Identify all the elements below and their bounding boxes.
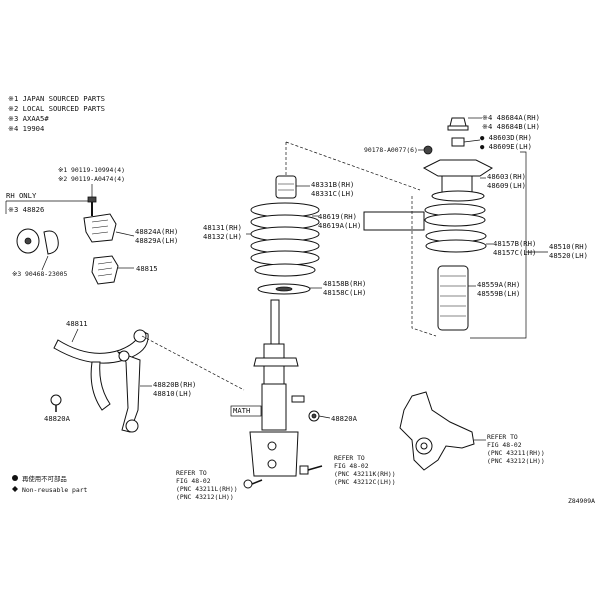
- label-48820b-rh: 48820B(RH): [153, 380, 196, 389]
- lower-insulator-icon: [257, 283, 311, 295]
- spring-seat-icon: [424, 203, 486, 227]
- grommet-icon: [16, 228, 40, 254]
- label-48158-rh: 48158B(RH): [323, 279, 366, 288]
- math-box: [230, 405, 262, 417]
- callout-box-48619: [363, 211, 425, 231]
- label-48824-lh: 48829A(LH): [135, 236, 178, 245]
- ref-mid-4: (PNC 43212C(LH)): [334, 478, 396, 486]
- legend-top: ※1 JAPAN SOURCED PARTS ※2 LOCAL SOURCED …: [8, 94, 105, 133]
- label-48331-rh: 48331B(RH): [311, 180, 354, 189]
- figure-code: Z84909A: [568, 497, 595, 505]
- label-48815: 48815: [136, 264, 158, 273]
- label-48559b: 48559B(LH): [477, 289, 520, 298]
- label-48603-rh: 48603(RH): [487, 172, 526, 181]
- label-48619-rh: 48619(RH): [318, 212, 357, 221]
- clip-icon: [43, 230, 59, 255]
- label-48603d: ● 48603D(RH): [480, 133, 532, 142]
- label-48684b: ※4 48684B(LH): [482, 122, 540, 131]
- stabilizer-group: ※1 90119-10994(4) ※2 90119-A0474(4) RH O…: [5, 166, 245, 433]
- label-48510: 48510(RH): [549, 242, 588, 251]
- nut-icon: [50, 394, 62, 412]
- coil-spring-icon: [250, 202, 320, 277]
- legend-line-2: ※2 LOCAL SOURCED PARTS: [8, 104, 105, 113]
- label-rh-only: RH ONLY: [6, 191, 37, 200]
- label-48824-rh: 48824A(RH): [135, 227, 178, 236]
- steering-knuckle-icon: [399, 391, 475, 471]
- ref-right-4: (PNC 43212(LH)): [487, 457, 545, 465]
- label-48811: 48811: [66, 319, 88, 328]
- stabilizer-bracket-icon: [83, 213, 117, 243]
- upper-mount-group: ※4 48684A(RH) ※4 48684B(LH) ● 48603D(RH)…: [364, 113, 588, 339]
- shock-absorber-icon: [249, 299, 305, 477]
- stabilizer-bushing-icon: [91, 255, 119, 285]
- label-48684a: ※4 48684A(RH): [482, 113, 540, 122]
- strut-group: 48331B(RH) 48331C(LH) 48131(RH) 48132(LH…: [176, 141, 425, 501]
- filled-diamond-icon: [12, 486, 18, 492]
- label-48820b-lh: 48810(LH): [153, 389, 192, 398]
- label-90119-b: ※2 90119-A0474(4): [58, 175, 125, 183]
- ref-left-4: (PNC 43212(LH)): [176, 493, 234, 501]
- label-90119-a: ※1 90119-10994(4): [58, 166, 125, 174]
- bump-stopper-icon: [275, 175, 297, 199]
- legend-bottom-2: Non-reusable part: [22, 486, 88, 494]
- ref-left-1: REFER TO: [176, 469, 207, 477]
- ref-mid-2: FIG 48-02: [334, 462, 369, 470]
- ref-right-2: FIG 48-02: [487, 441, 522, 449]
- dust-cover-icon: [437, 265, 469, 331]
- label-48820a-right: 48820A: [331, 414, 358, 423]
- label-90178: 90178-A0077(6): [364, 146, 418, 154]
- mount-nut-icon: [451, 137, 465, 147]
- label-90468: ※3 90468-23005: [12, 270, 68, 278]
- lower-bolt-icon: [243, 479, 263, 489]
- label-48131-rh: 48131(RH): [203, 223, 242, 232]
- bound-bumper-icon: [425, 229, 487, 253]
- label-48158-lh: 48158C(LH): [323, 288, 366, 297]
- bolt-icon: [87, 196, 97, 216]
- label-48826: ※3 48826: [8, 205, 44, 214]
- dashed-link-to-strut: [141, 335, 245, 391]
- stabilizer-link-icon: [116, 350, 141, 433]
- label-48131-lh: 48132(LH): [203, 232, 242, 241]
- label-48609e: ● 48609E(LH): [480, 142, 532, 151]
- label-48820a-left: 48820A: [44, 414, 71, 423]
- ref-right-1: REFER TO: [487, 433, 518, 441]
- upper-support-icon: [422, 159, 493, 202]
- label-48520: 48520(LH): [549, 251, 588, 260]
- ref-mid-3: (PNC 43211K(RH)): [334, 470, 396, 478]
- ref-left-3: (PNC 43211L(RH)): [176, 485, 238, 493]
- label-48609-lh: 48609(LH): [487, 181, 526, 190]
- lower-bolt-2-icon: [299, 465, 323, 475]
- flange-nut-icon: [423, 145, 433, 155]
- legend-bottom-1: 再使用不可部品: [22, 474, 67, 483]
- nut-right-icon: [308, 410, 320, 422]
- filled-dot-icon: [12, 475, 18, 481]
- ref-mid-1: REFER TO: [334, 454, 365, 462]
- ref-left-2: FIG 48-02: [176, 477, 211, 485]
- label-math: MATH: [233, 406, 250, 415]
- legend-line-3: ※3 AXAA5#: [8, 114, 49, 123]
- ref-right-3: (PNC 43211(RH)): [487, 449, 545, 457]
- label-48331-lh: 48331C(LH): [311, 189, 354, 198]
- legend-line-4: ※4 19904: [8, 124, 44, 133]
- label-48157b: 48157B(RH): [493, 239, 536, 248]
- label-48559a: 48559A(RH): [477, 280, 520, 289]
- legend-line-1: ※1 JAPAN SOURCED PARTS: [8, 94, 105, 103]
- label-48619-lh: 48619A(LH): [318, 221, 361, 230]
- assembly-bracket: [470, 151, 527, 339]
- mount-cap-icon: [447, 117, 469, 131]
- label-48157c: 48157C(LH): [493, 248, 536, 257]
- legend-bottom: 再使用不可部品 Non-reusable part: [12, 474, 88, 494]
